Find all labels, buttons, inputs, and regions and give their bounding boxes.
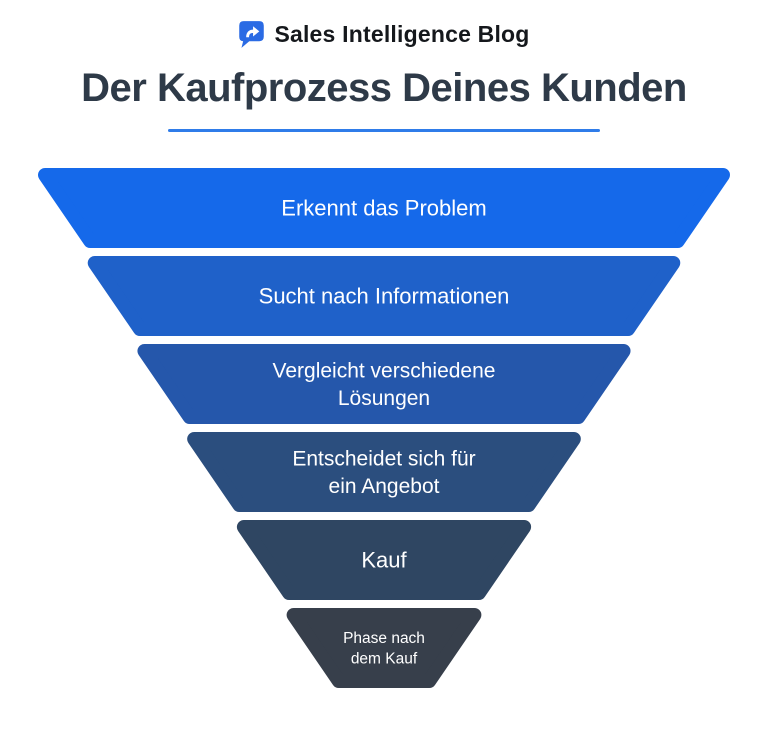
funnel-stage-5 — [236, 520, 532, 600]
funnel-stage-label-5: Kauf — [361, 548, 407, 573]
funnel-stage-label-2: Sucht nach Informationen — [259, 284, 510, 309]
funnel-stage-2 — [87, 256, 681, 336]
logo-text: Sales Intelligence Blog — [274, 21, 530, 47]
funnel-stage-label-1: Erkennt das Problem — [281, 196, 486, 221]
chat-bubble-arrow-icon — [239, 21, 265, 48]
header-logo: Sales Intelligence Blog — [238, 20, 529, 49]
funnel-stage-6 — [286, 608, 482, 688]
funnel-stage-4 — [187, 432, 581, 512]
page-title: Der Kaufprozess Deines Kunden — [81, 66, 687, 110]
chat-bubble-shape — [239, 21, 265, 48]
funnel-stage-1 — [38, 168, 730, 248]
funnel-stage-3 — [137, 344, 631, 424]
arrow-glyph — [246, 26, 260, 38]
title-underline — [168, 129, 600, 132]
